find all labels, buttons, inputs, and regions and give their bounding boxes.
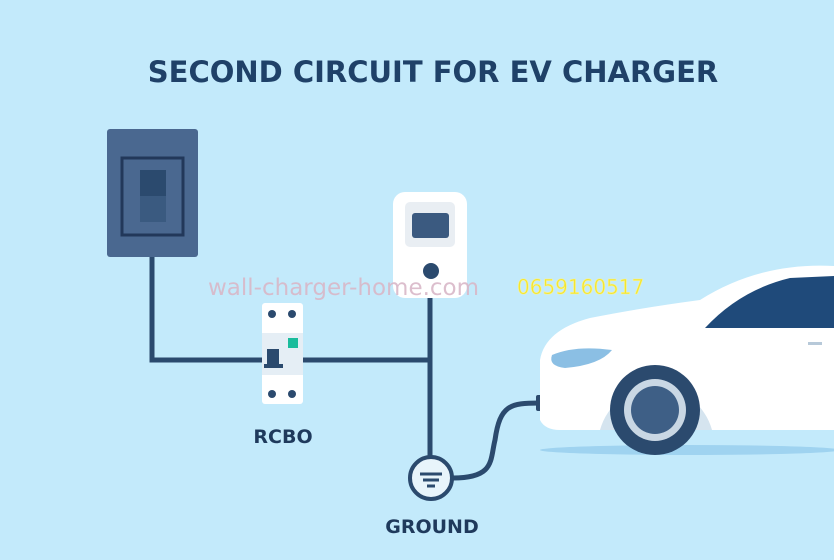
- electrical-panel: [107, 129, 198, 257]
- wall-charger: [393, 192, 467, 298]
- charging-cable: [452, 400, 541, 481]
- rcbo-label: RCBO: [253, 426, 312, 448]
- rcbo-indicator: [288, 338, 298, 348]
- electric-car: [540, 265, 834, 455]
- car-door-handle: [808, 342, 822, 345]
- charger-screen: [412, 213, 449, 238]
- ground-label: GROUND: [385, 516, 478, 538]
- car-headlight: [551, 348, 612, 368]
- watermark-phone: 0659160517: [517, 275, 644, 299]
- car-window: [705, 276, 834, 328]
- wires: [149, 257, 541, 481]
- rcbo-breaker: [262, 303, 303, 404]
- wire-panel-to-rcbo: [149, 257, 262, 363]
- ground-symbol-icon: [408, 455, 454, 501]
- watermark-site: wall-charger-home.com: [208, 275, 479, 301]
- rcbo-toggle: [267, 349, 279, 365]
- diagram-title: SECOND CIRCUIT FOR EV CHARGER: [148, 55, 718, 89]
- charger-button: [423, 263, 439, 279]
- car-shadow: [540, 445, 834, 455]
